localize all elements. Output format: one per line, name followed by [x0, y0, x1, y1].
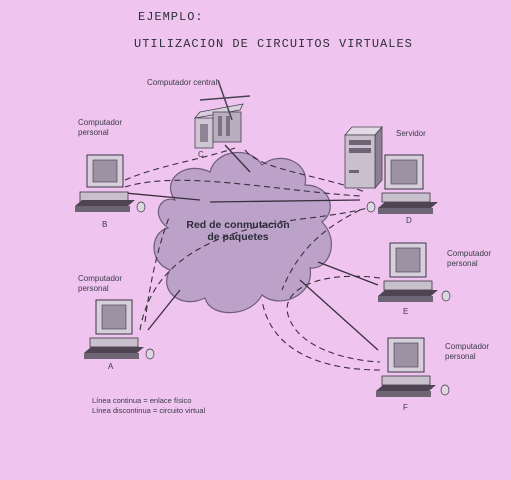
central-computer-label: Computador central — [147, 78, 218, 87]
physical-links — [124, 144, 379, 351]
server-label: Servidor — [396, 129, 426, 138]
diagram-title-line2: UTILIZACION DE CIRCUITOS VIRTUALES — [134, 37, 413, 51]
physical-link-d — [209, 199, 361, 203]
computer-e-icon — [378, 242, 451, 302]
physical-link-a — [147, 289, 181, 331]
central-computer-icon — [193, 79, 251, 149]
virtual-circuit-e-f — [286, 275, 381, 363]
virtual-circuit-d-e — [281, 209, 361, 291]
server-letter: D — [406, 216, 412, 225]
virtual-circuit-f — [261, 299, 381, 371]
physical-link-c — [224, 144, 251, 173]
server-tower-icon — [344, 125, 383, 190]
computer-b-icon — [75, 154, 146, 213]
diagram-title-line1: EJEMPLO: — [138, 10, 204, 24]
pc-e-letter: E — [403, 307, 409, 316]
virtual-circuits — [124, 147, 381, 371]
physical-link-e — [317, 261, 379, 286]
computer-f-icon — [376, 337, 450, 397]
computer-a-icon — [84, 299, 155, 360]
legend: Línea continua = enlace físico Línea dis… — [92, 396, 205, 416]
physical-link-f — [299, 279, 379, 351]
virtual-circuit-b-d — [124, 179, 361, 197]
packet-switching-network-cloud — [153, 151, 332, 314]
virtual-circuit-a-d — [139, 204, 376, 331]
virtual-circuit-a-b — [144, 214, 171, 323]
central-computer-letter: C — [198, 150, 204, 159]
pc-a-letter: A — [108, 362, 114, 371]
physical-link-b — [124, 192, 201, 201]
pc-b-letter: B — [102, 220, 108, 229]
pc-b-label: Computador personal — [78, 118, 123, 137]
pc-a-label: Computador personal — [78, 274, 123, 293]
pc-f-letter: F — [403, 403, 408, 412]
legend-solid-line: Línea continua = enlace físico — [92, 396, 192, 405]
network-cloud-label: Red de conmutación de paquetes — [186, 219, 290, 243]
pc-e-label: Computador personal — [447, 249, 492, 268]
legend-dashed-line: Línea discontinua = circuito virtual — [92, 406, 206, 415]
virtual-circuit-b-c — [124, 147, 236, 181]
computer-d-icon — [366, 154, 438, 214]
pc-f-label: Computador personal — [445, 342, 490, 361]
